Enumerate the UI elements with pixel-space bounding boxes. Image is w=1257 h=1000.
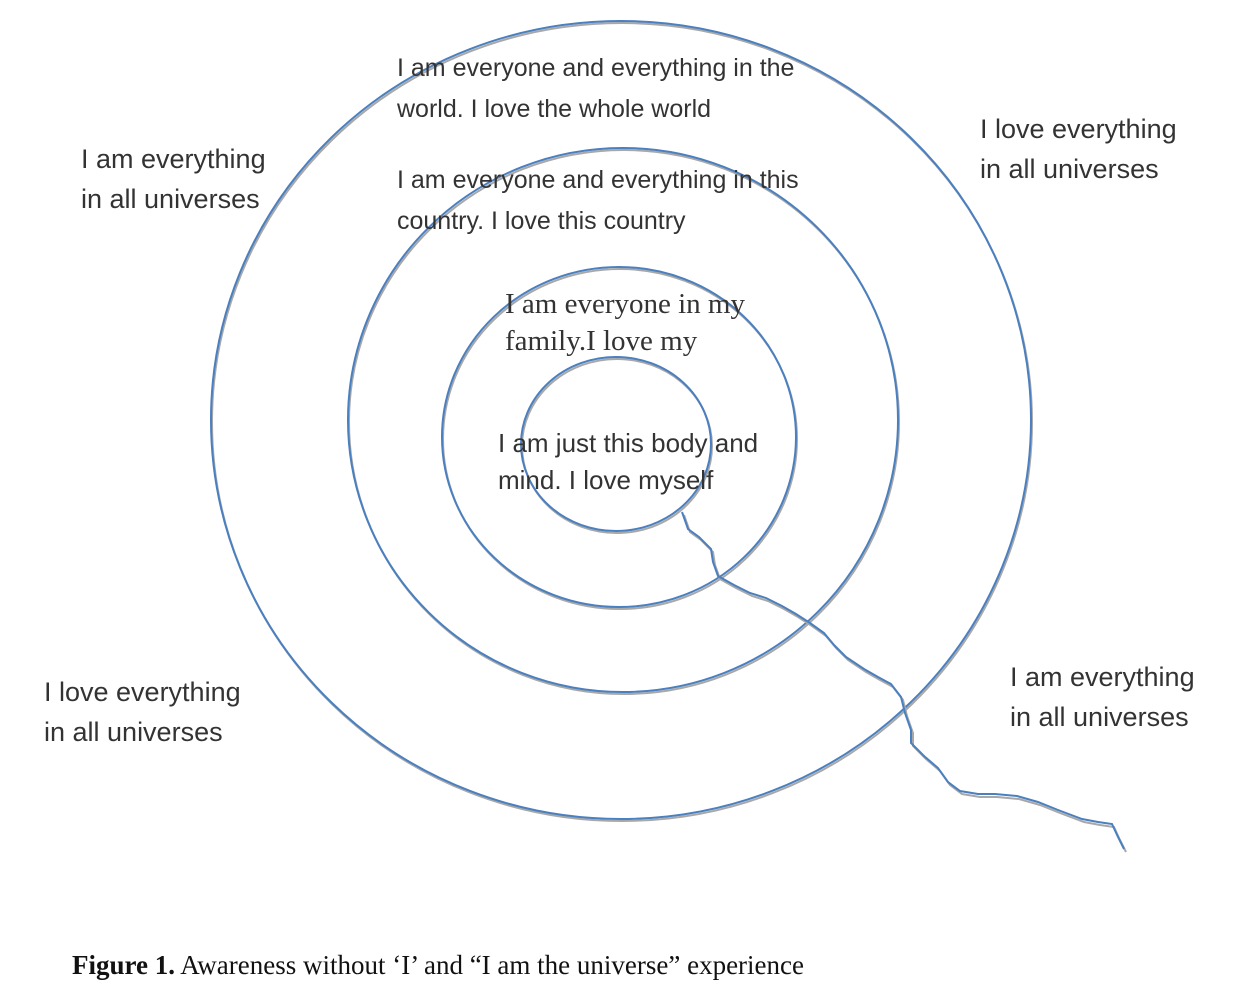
label-bottom-right: I am everything in all universes [1010,657,1195,737]
label-world-line1: I am everyone and everything in the [397,54,795,82]
label-bottom-left: I love everything in all universes [44,672,241,752]
label-top-left-line1: I am everything [81,144,266,174]
label-bottom-left-line2: in all universes [44,717,223,747]
figure-caption-text: Awareness without ‘I’ and “I am the univ… [175,950,805,980]
crack-line [681,511,1125,850]
label-country-line2: country. I love this country [397,207,686,235]
label-bottom-left-line1: I love everything [44,677,241,707]
label-self-line2: mind. I love myself [498,465,714,495]
ring-shadow-world [211,22,1033,822]
label-top-right-line2: in all universes [980,154,1159,184]
label-world-ring: I am everyone and everything in the worl… [397,48,794,130]
label-top-left: I am everything in all universes [81,139,266,219]
label-top-right: I love everything in all universes [980,109,1177,189]
label-bottom-right-line2: in all universes [1010,702,1189,732]
label-world-line2: world. I love the whole world [397,95,712,123]
label-country-ring: I am everyone and everything in this cou… [397,160,799,242]
ring-country [347,147,899,693]
ring-world [210,20,1032,820]
label-self-ring: I am just this body and mind. I love mys… [498,425,758,499]
label-self-line1: I am just this body and [498,428,759,458]
figure-caption: Figure 1. Awareness without ‘I’ and “I a… [72,950,804,981]
label-family-line2: family.I love my [505,325,698,357]
label-country-line1: I am everyone and everything in this [397,166,799,194]
label-top-left-line2: in all universes [81,184,260,214]
label-family-line1: I am everyone in my [505,288,745,320]
figure-caption-label: Figure 1. [72,950,175,980]
label-family-ring: I am everyone in my family.I love my [505,286,745,360]
label-bottom-right-line1: I am everything [1010,662,1195,692]
ring-family [441,266,797,608]
ring-self [520,356,712,532]
label-top-right-line1: I love everything [980,114,1177,144]
